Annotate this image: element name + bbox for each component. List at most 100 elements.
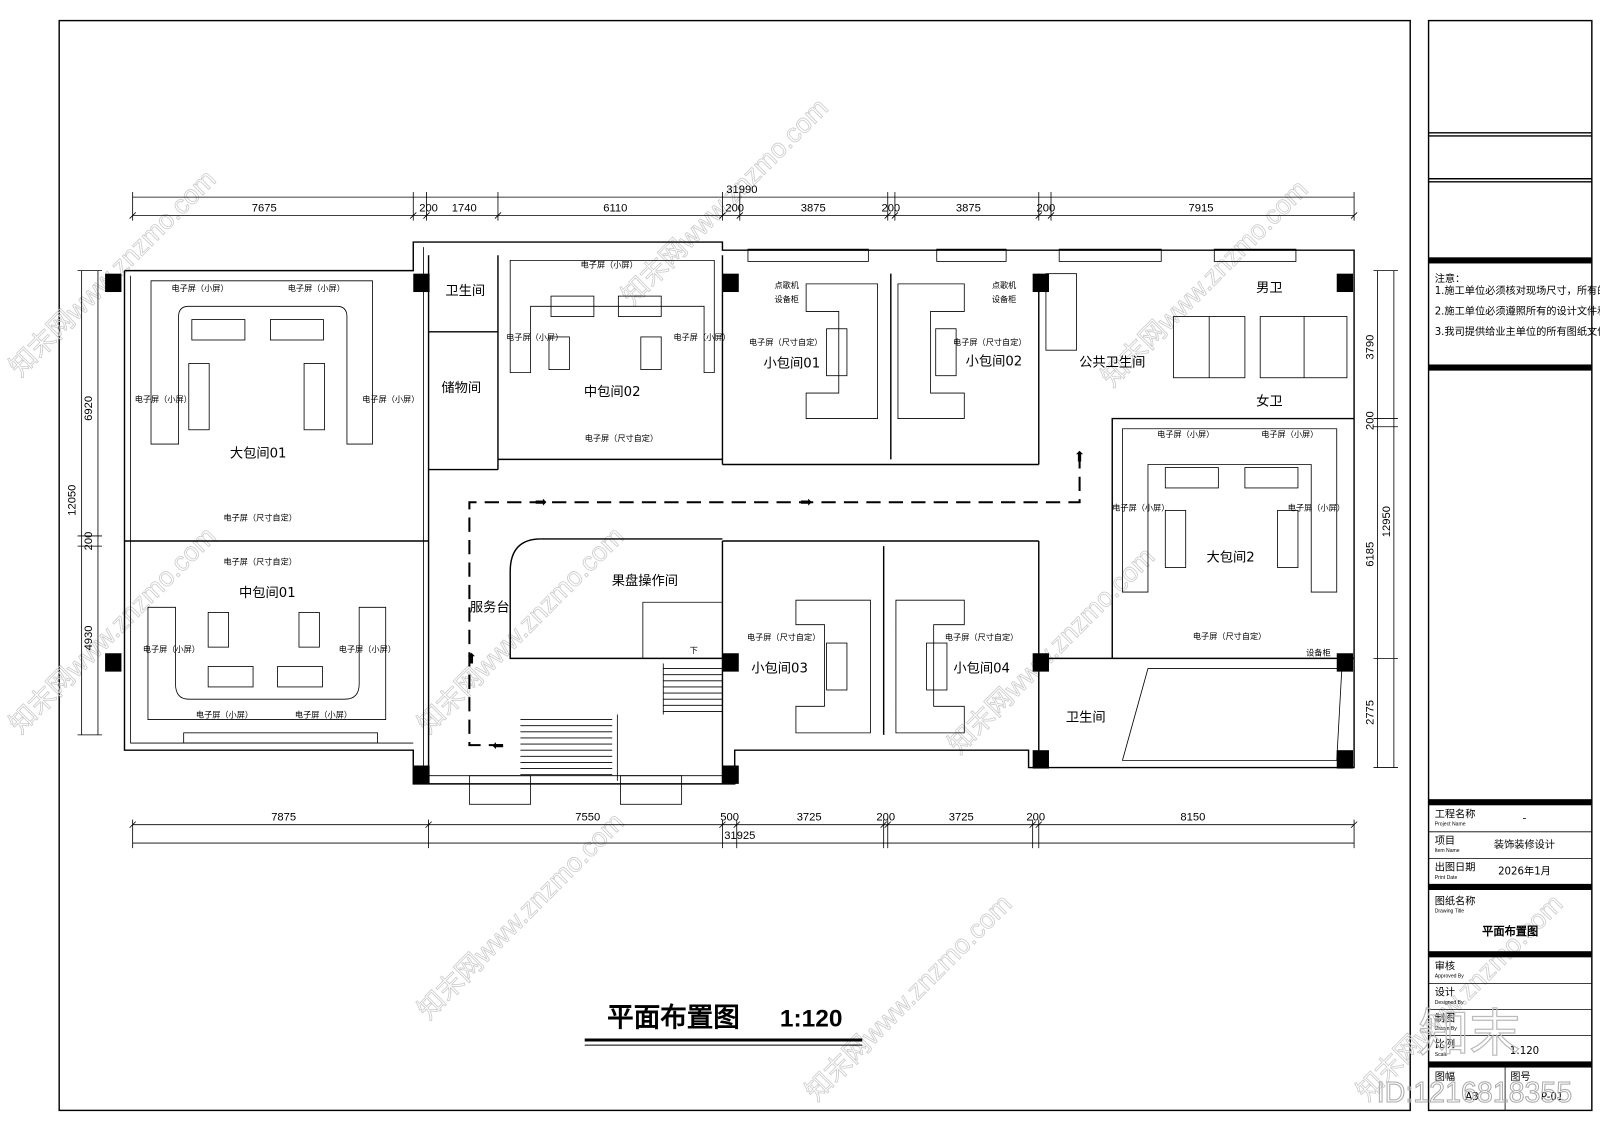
drawing-frame bbox=[58, 19, 1411, 1112]
annotation-labels: 电子屏（小屏） 电子屏（小屏） 电子屏（小屏） 电子屏（小屏） 电子屏（尺寸自定） 电子屏… bbox=[135, 260, 1345, 720]
drawing-title-value: 平面布置图 bbox=[1482, 924, 1538, 938]
left-dimension: 6920 bbox=[83, 396, 95, 421]
top-dimension: 3875 bbox=[801, 202, 826, 214]
annotation-label: 设备柜 bbox=[1306, 647, 1330, 657]
bottom-dimension: 3725 bbox=[797, 812, 822, 824]
annotation-label: 设备柜 bbox=[774, 294, 798, 304]
bottom-total-dimension: 31925 bbox=[724, 830, 755, 842]
bottom-dimension: 7875 bbox=[271, 812, 296, 824]
annotation-label: 电子屏（尺寸自定） bbox=[1193, 631, 1266, 641]
room-label: 卫生间 bbox=[1066, 710, 1106, 726]
svg-text:知末网www.znzmo.com: 知末网www.znzmo.com bbox=[412, 521, 630, 739]
bottom-dimension: 200 bbox=[876, 812, 895, 824]
svg-text:➡: ➡ bbox=[535, 494, 547, 510]
dimension-lines bbox=[77, 192, 1398, 849]
sign-label-en: Scale bbox=[1435, 1052, 1448, 1058]
title-block-value: - bbox=[1523, 814, 1527, 825]
circulation-path: ➡ ➡ ⬆ ⬆ ⬅ bbox=[465, 449, 1085, 754]
bottom-cell-label: 图幅 bbox=[1435, 1070, 1455, 1083]
drawing-title-label: 图纸名称 bbox=[1435, 894, 1476, 907]
annotation-label: 电子屏（小屏） bbox=[1261, 429, 1318, 439]
annotation-label: 电子屏（尺寸自定） bbox=[223, 513, 296, 523]
sign-label-en: Designed By bbox=[1435, 1000, 1464, 1006]
top-dimension: 200 bbox=[1037, 202, 1056, 214]
bottom-cell-label: 图号 bbox=[1510, 1071, 1530, 1083]
top-dimension: 3875 bbox=[956, 202, 981, 214]
svg-text:➡: ➡ bbox=[800, 494, 812, 510]
svg-text:知末网www.znzmo.com: 知末网www.znzmo.com bbox=[412, 807, 630, 1025]
title-block-label-en: Project Name bbox=[1435, 822, 1466, 828]
room-label: 小包间02 bbox=[966, 354, 1023, 370]
note-item: 1.施工单位必须核对现场尺寸，所有的图纸、节点图和详细说明书，如发现有出入，应及… bbox=[1435, 284, 1600, 297]
sign-label: 审核 bbox=[1435, 960, 1455, 973]
svg-text:⬆: ⬆ bbox=[465, 651, 477, 667]
title-block-label: 出图日期 bbox=[1435, 861, 1476, 874]
annotation-label: 下 bbox=[690, 645, 698, 655]
right-dimension: 6185 bbox=[1364, 542, 1376, 567]
bottom-dimension: 500 bbox=[720, 812, 739, 824]
title-block-label-en: Item Name bbox=[1435, 848, 1460, 854]
right-dimension: 12950 bbox=[1381, 506, 1393, 537]
annotation-label: 设备柜 bbox=[992, 294, 1016, 304]
watermark-id: ID:1216818355 bbox=[1377, 1077, 1572, 1109]
walls bbox=[105, 241, 1355, 805]
annotation-label: 电子屏（小屏） bbox=[288, 283, 345, 293]
drawing-title-label-en: Drawing Title bbox=[1435, 908, 1465, 914]
room-label: 女卫 bbox=[1256, 392, 1283, 409]
title-block-label: 项目 bbox=[1435, 835, 1455, 847]
annotation-label: 点歌机 bbox=[992, 280, 1016, 290]
bottom-cell-value: P-01 bbox=[1541, 1092, 1564, 1103]
room-label: 中包间02 bbox=[584, 384, 641, 400]
annotation-label: 电子屏（尺寸自定） bbox=[749, 337, 822, 347]
annotation-label: 电子屏（小屏） bbox=[506, 332, 563, 342]
annotation-label: 电子屏（尺寸自定） bbox=[747, 632, 820, 642]
annotation-label: 电子屏（小屏） bbox=[196, 710, 253, 720]
room-label: 中包间01 bbox=[239, 585, 296, 601]
room-label: 小包间03 bbox=[751, 661, 808, 677]
sign-label: 比例 bbox=[1435, 1038, 1455, 1051]
note-item: 2.施工单位必须遵照所有的设计文件和材料，家具和灯具的规格要求、施工地板、条例。 bbox=[1435, 304, 1600, 317]
watermark-brand: 知末 bbox=[1418, 1005, 1520, 1064]
top-dimension: 200 bbox=[725, 202, 744, 214]
top-dimension: 200 bbox=[419, 202, 438, 214]
title-block-label: 工程名称 bbox=[1435, 808, 1476, 821]
room-label: 果盘操作间 bbox=[612, 572, 678, 589]
svg-text:知末网www.znzmo.com: 知末网www.znzmo.com bbox=[3, 521, 221, 739]
annotation-label: 电子屏（小屏） bbox=[362, 394, 419, 404]
room-label: 小包间01 bbox=[764, 356, 821, 372]
drawing-title: 平面布置图 bbox=[607, 1003, 740, 1034]
room-label: 公共卫生间 bbox=[1079, 355, 1145, 371]
bottom-dimension: 7550 bbox=[575, 812, 600, 824]
room-label: 卫生间 bbox=[445, 283, 485, 299]
svg-text:⬆: ⬆ bbox=[1074, 449, 1086, 465]
svg-text:知末网www.znzmo.com: 知末网www.znzmo.com bbox=[1350, 888, 1568, 1106]
annotation-label: 电子屏（小屏） bbox=[295, 710, 352, 720]
top-dimension: 7675 bbox=[252, 202, 277, 214]
svg-text:知末网www.znzmo.com: 知末网www.znzmo.com bbox=[799, 888, 1017, 1106]
annotation-label: 电子屏（小屏） bbox=[1157, 429, 1214, 439]
room-label: 大包间2 bbox=[1207, 549, 1255, 565]
annotation-label: 点歌机 bbox=[774, 280, 798, 290]
annotation-label: 电子屏（小屏） bbox=[339, 644, 396, 654]
top-dimension: 6110 bbox=[603, 202, 627, 214]
sign-label: 制图 bbox=[1435, 1012, 1455, 1025]
svg-text:知末网www.znzmo.com: 知末网www.znzmo.com bbox=[942, 541, 1160, 759]
note-item: 3.我司提供给业主单位的所有图纸文件及书面材料均我司的知识产权，未经允许，不得复… bbox=[1435, 325, 1600, 338]
annotation-label: 电子屏（小屏） bbox=[1112, 502, 1169, 512]
title-block: 注意： 1.施工单位必须核对现场尺寸，所有的图纸、节点图和详细说明书，如发现有出… bbox=[1428, 132, 1600, 1111]
room-label: 小包间04 bbox=[953, 661, 1010, 677]
bottom-cell-value: A3 bbox=[1465, 1092, 1478, 1103]
room-label: 储物间 bbox=[441, 380, 481, 396]
annotation-label: 电子屏（尺寸自定） bbox=[945, 632, 1018, 642]
annotation-label: 电子屏（小屏） bbox=[581, 260, 638, 270]
title-block-frame bbox=[1427, 19, 1593, 1112]
top-total-dimension: 31990 bbox=[726, 184, 757, 196]
title-block-value: 装饰装修设计 bbox=[1494, 838, 1555, 851]
right-dimension: 2775 bbox=[1364, 700, 1376, 725]
left-dimension: 12050 bbox=[67, 485, 79, 516]
annotation-label: 电子屏（尺寸自定） bbox=[585, 433, 658, 443]
furniture bbox=[147, 259, 1338, 734]
annotation-label: 电子屏（尺寸自定） bbox=[953, 337, 1026, 347]
annotation-label: 电子屏（尺寸自定） bbox=[223, 556, 296, 566]
